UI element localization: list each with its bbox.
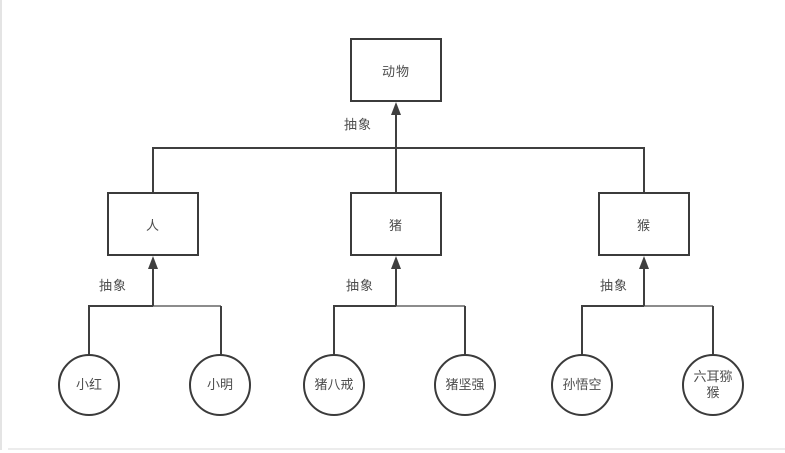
node-zhujianqiang-label: 猪坚强 [445, 376, 485, 392]
node-zhujianqiang[interactable]: 猪坚强 [434, 354, 496, 416]
node-monkey[interactable]: 猴 [598, 192, 690, 256]
node-monkey-label: 猴 [636, 217, 651, 233]
node-liuermihou-label: 六耳猕猴 [693, 368, 733, 400]
canvas-left-border [0, 0, 2, 450]
node-pig-label: 猪 [388, 217, 403, 233]
node-animal-label: 动物 [381, 63, 410, 79]
node-xiaoming[interactable]: 小明 [189, 354, 251, 416]
arrowhead-human [148, 256, 158, 269]
node-zhubajie-label: 猪八戒 [314, 376, 354, 392]
edge-label-abstraction-top: 抽象 [344, 117, 373, 132]
node-animal[interactable]: 动物 [350, 38, 442, 102]
node-human-label: 人 [145, 217, 160, 233]
node-liuermihou[interactable]: 六耳猕猴 [682, 354, 744, 416]
arrowhead-monkey [639, 256, 649, 269]
node-sunwukong-label: 孙悟空 [562, 376, 602, 392]
edge-sunwukong-to-monkey[interactable] [581, 305, 644, 355]
node-zhubajie[interactable]: 猪八戒 [303, 354, 365, 416]
node-xiaoming-label: 小明 [206, 376, 233, 392]
node-pig[interactable]: 猪 [350, 192, 442, 256]
canvas-bottom-border [8, 448, 785, 450]
edge-label-abstraction-human: 抽象 [99, 278, 128, 293]
edge-label-abstraction-monkey: 抽象 [600, 278, 629, 293]
node-xiaohong[interactable]: 小红 [58, 354, 120, 416]
edge-zhubajie-to-pig[interactable] [333, 305, 396, 355]
edge-xiaohong-to-human[interactable] [88, 305, 153, 355]
arrowhead-animal [391, 102, 401, 115]
node-sunwukong[interactable]: 孙悟空 [551, 354, 613, 416]
node-human[interactable]: 人 [107, 192, 199, 256]
arrowhead-pig [391, 256, 401, 269]
edge-label-abstraction-pig: 抽象 [346, 278, 375, 293]
edge-bus-classes[interactable] [152, 147, 645, 192]
node-xiaohong-label: 小红 [75, 376, 102, 392]
